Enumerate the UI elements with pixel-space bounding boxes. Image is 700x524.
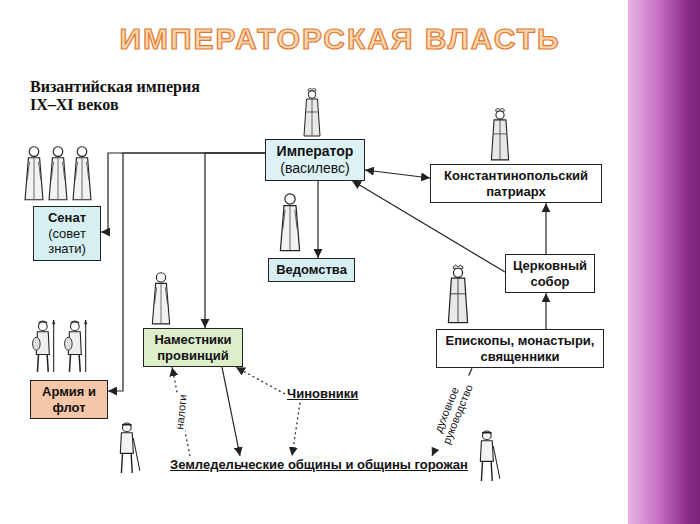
dotted-arrow xyxy=(236,367,285,394)
connector-arrow xyxy=(317,181,318,258)
node-text: Константинопольский патриарх xyxy=(436,168,596,199)
official-figure xyxy=(280,194,299,251)
soldier-figure xyxy=(33,320,56,372)
group-label: Чиновники xyxy=(285,385,360,403)
edge-label: духовное руководство xyxy=(426,370,478,453)
node-text: Сенат xyxy=(39,210,95,226)
connector-arrow xyxy=(108,153,265,391)
office-box: Армия и флот xyxy=(30,380,108,419)
office-box: Ведомства xyxy=(268,258,355,282)
senator-figure xyxy=(73,147,91,200)
office-box: Наместники провинций xyxy=(143,328,243,367)
office-box: Император(василевс) xyxy=(265,139,365,181)
edge-label: налоги xyxy=(173,392,189,432)
dotted-arrow xyxy=(292,403,300,456)
peasant-figure xyxy=(120,423,139,473)
diagram-heading: Византийская империя IX–XI веков xyxy=(30,78,208,115)
slide-title: ИМПЕРАТОРСКАЯ ВЛАСТЬ xyxy=(60,22,620,56)
bishop-figure xyxy=(448,265,467,323)
node-text: Земледельческие общины и общины горожан xyxy=(170,457,468,473)
node-text: Наместники провинций xyxy=(149,332,237,363)
node-text: (совет знати) xyxy=(39,226,95,257)
office-box: Епископы, монастыри, священники xyxy=(436,329,604,368)
group-label: Земледельческие общины и общины горожан xyxy=(168,456,470,474)
connector-arrow xyxy=(365,170,430,178)
node-text: (василевс) xyxy=(271,160,359,177)
office-box: Константинопольский патриарх xyxy=(430,164,602,203)
connector-arrow xyxy=(101,153,265,232)
node-text: Ведомства xyxy=(274,262,349,278)
patriarch-figure xyxy=(491,108,508,160)
node-text: Епископы, монастыри, священники xyxy=(442,333,598,364)
node-text: Император xyxy=(271,143,359,160)
connector-arrow xyxy=(222,367,240,456)
node-text: Армия и флот xyxy=(36,384,102,415)
node-text: Чиновники xyxy=(287,386,358,402)
connector-arrow xyxy=(545,203,546,254)
connector-arrow xyxy=(205,153,265,328)
senator-figure xyxy=(49,147,67,200)
senator-figure xyxy=(25,147,43,200)
node-text: Церковный собор xyxy=(511,258,589,289)
townsman-figure xyxy=(480,431,500,481)
side-band xyxy=(628,0,700,524)
office-box: Церковный собор xyxy=(505,254,595,293)
governor-figure xyxy=(152,273,169,324)
emperor-figure xyxy=(304,88,320,136)
dotted-arrow xyxy=(172,367,190,456)
connector-arrow xyxy=(545,293,546,329)
soldier-figure xyxy=(65,320,88,372)
office-box: Сенат(совет знати) xyxy=(33,206,101,261)
